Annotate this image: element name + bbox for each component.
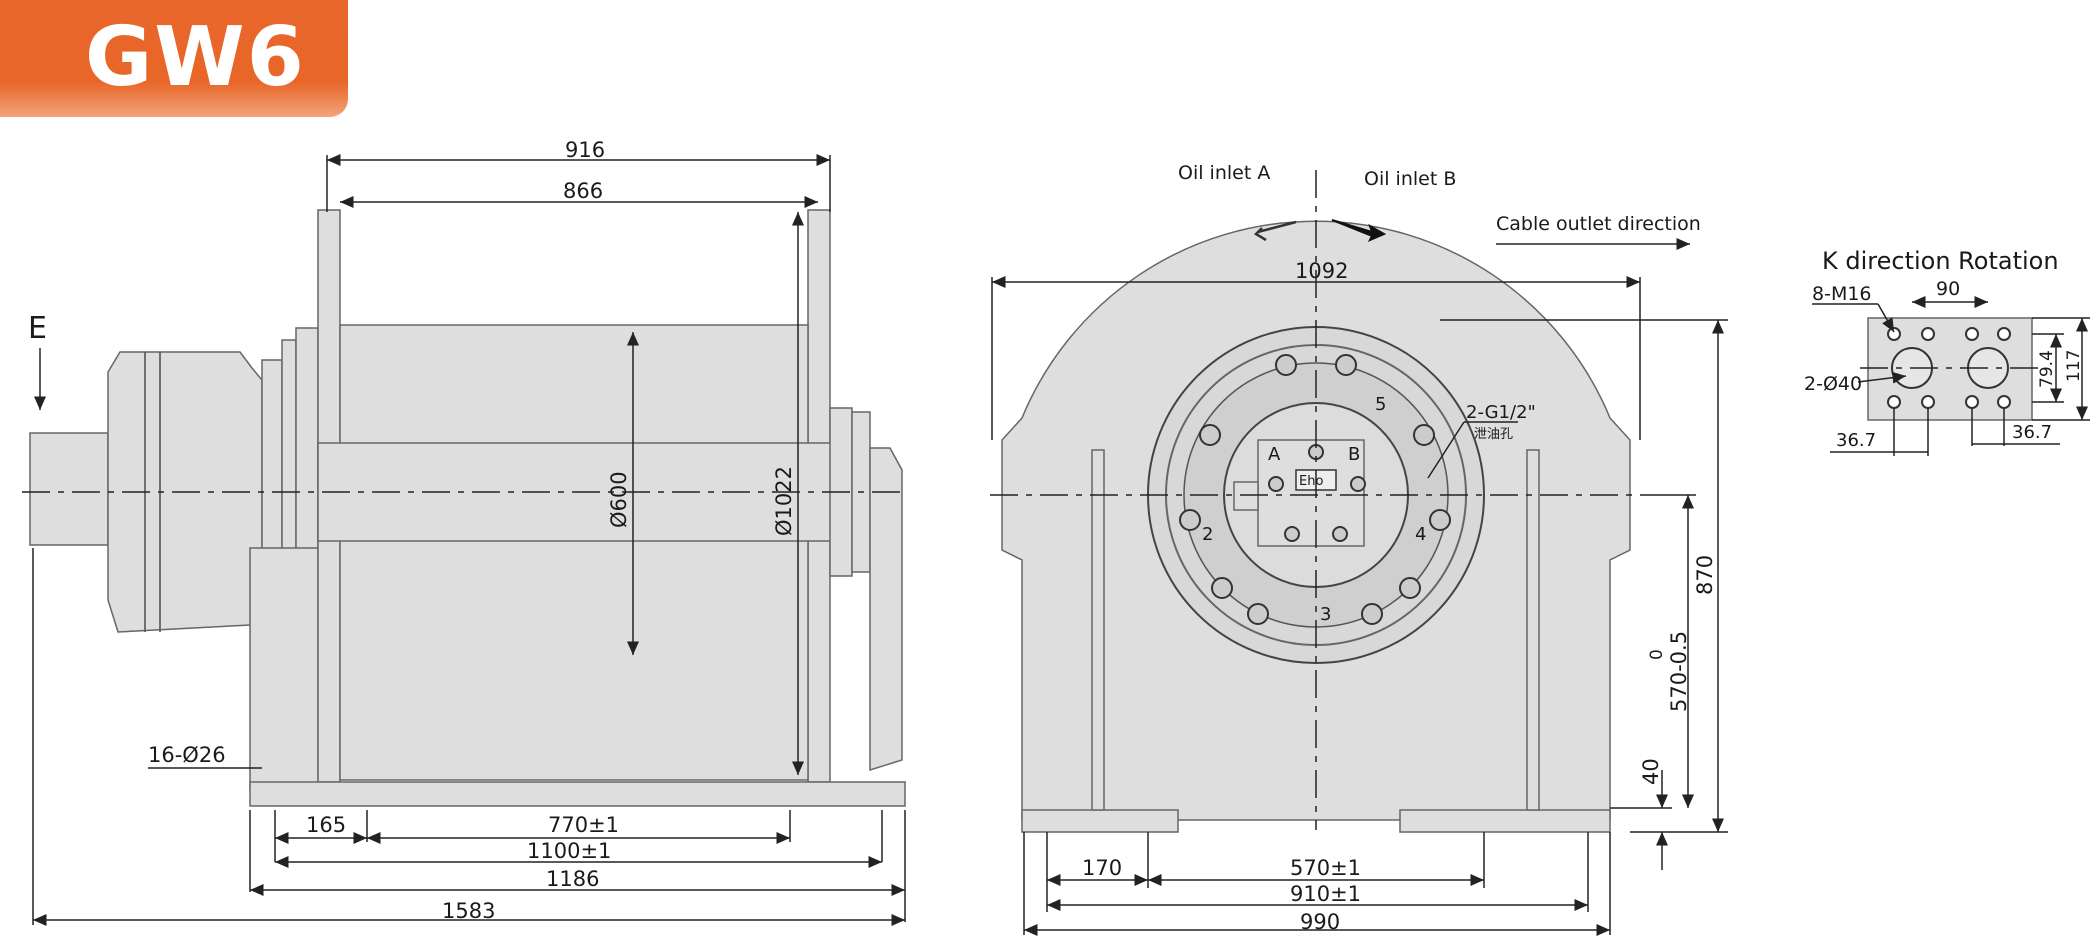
drum-body [339,324,809,781]
bolt-ring [1179,354,1451,625]
dim-d1022: Ø1022 [772,466,796,536]
oil-inlet-a: Oil inlet A [1178,162,1270,184]
segment-4: 4 [1415,524,1426,545]
front-view: Eho A B 2 3 4 5 2-G1/2" 泄油孔 Oil inlet A … [990,162,1728,936]
stiffener-right [1526,449,1540,811]
dim-d600: Ø600 [607,471,631,528]
rotation-arrow-right [1331,219,1387,242]
cable-outlet: Cable outlet direction [1496,213,1701,235]
dim-165: 165 [306,813,346,837]
dim-1186: 1186 [546,867,599,891]
segment-3: 3 [1320,604,1331,625]
stiffener-left [1091,449,1105,811]
dim-570h: 570-0.5 [1667,631,1691,712]
dim-1092: 1092 [1295,259,1348,283]
dim-770: 770±1 [548,813,619,837]
k-view-title: K direction Rotation [1822,247,2059,275]
rotation-arrow-left [1253,220,1297,242]
model-name: GW6 [85,10,306,105]
port-a: A [1268,444,1281,465]
k-dim-36a: 36.7 [1836,430,1876,451]
dim-1583: 1583 [442,899,495,923]
right-support [869,447,903,772]
port-note: 泄油孔 [1474,427,1513,442]
view-mark-e: E [28,311,47,346]
side-base [249,781,906,807]
dim-916: 916 [565,138,605,162]
k-dim-36b: 36.7 [2012,422,2052,443]
foot-left [1021,809,1179,833]
dim-40: 40 [1639,758,1663,785]
k-bolt-holes [1887,327,2011,409]
foot-right [1399,809,1611,833]
segment-5: 5 [1375,394,1386,415]
k-dim-d40: 2-Ø40 [1804,373,1862,395]
model-badge: GW6 [0,0,348,117]
dim-990: 990 [1300,910,1340,934]
dim-910: 910±1 [1290,882,1361,906]
k-dim-79: 79.4 [2037,350,2057,388]
dim-tol-upper: 0 [1647,649,1667,660]
port-b: B [1348,444,1360,465]
segment-2: 2 [1202,524,1213,545]
dim-170: 170 [1082,856,1122,880]
oil-inlet-b: Oil inlet B [1364,168,1456,190]
k-direction-view: K direction Rotation 8-M16 90 2-Ø40 79.4… [1804,247,2090,456]
dim-870: 870 [1693,555,1717,595]
dim-866: 866 [563,179,603,203]
dim-holes: 16-Ø26 [148,743,226,767]
side-view: E 916 866 Ø600 [22,138,906,926]
k-bolts: 8-M16 [1812,283,1872,305]
k-dim-90: 90 [1936,278,1960,300]
k-dim-117: 117 [2064,350,2084,382]
motor-shaft [29,432,109,546]
dim-1100: 1100±1 [527,839,611,863]
dim-570: 570±1 [1290,856,1361,880]
left-base-block [249,547,319,789]
motor-mark: Eho [1299,474,1323,489]
port-label: 2-G1/2" [1466,402,1536,423]
